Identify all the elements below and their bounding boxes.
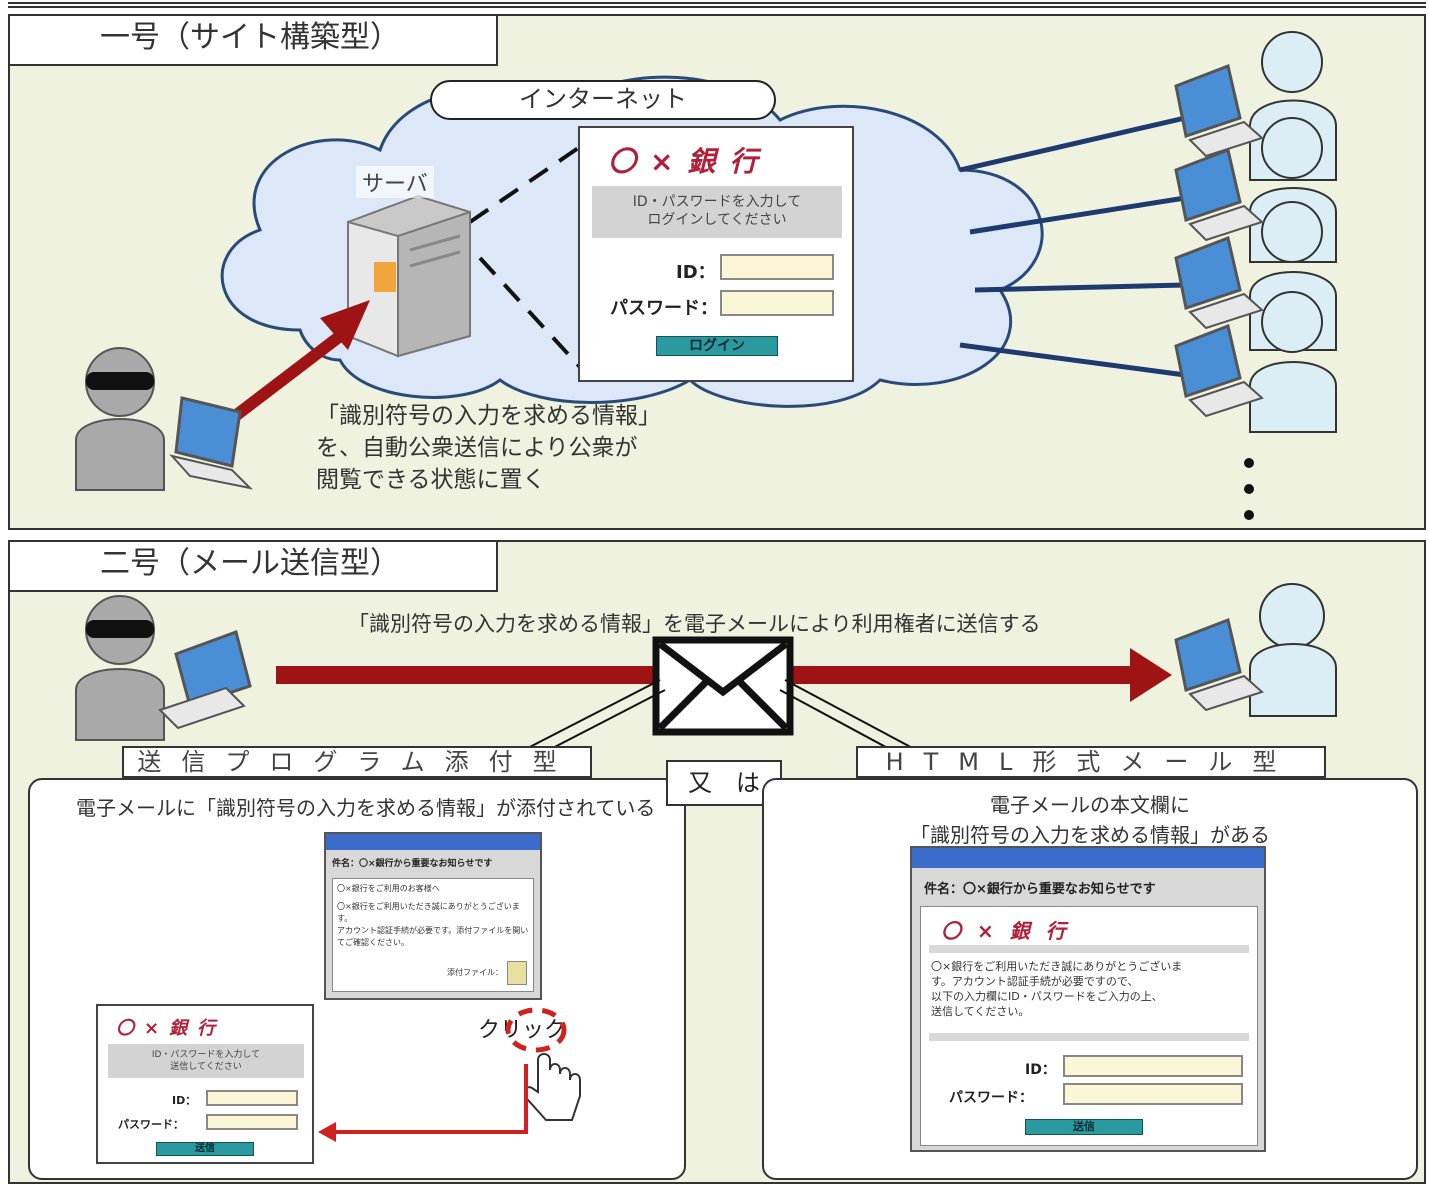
section2-graphics xyxy=(75,583,1337,753)
caption-line: 「識別符号の入力を求める情報」がある xyxy=(910,823,1270,847)
login-prompt: ID・パスワードを入力して ログインしてください xyxy=(592,186,842,238)
id-label: ID： xyxy=(1025,1062,1056,1078)
attacker-person xyxy=(75,347,165,491)
attachment-login-popup: 〇×銀行 ID・パスワードを入力して 送信してください ID： パスワード： 送… xyxy=(96,1004,314,1164)
server-icon xyxy=(347,194,471,358)
password-field[interactable] xyxy=(206,1114,298,1130)
phishing-login-page: 〇×銀行 ID・パスワードを入力して ログインしてください ID： パスワード：… xyxy=(578,126,854,382)
id-label: ID： xyxy=(676,262,716,283)
mail-body-line: す。アカウント認証手続が必要ですので、 xyxy=(931,975,1139,988)
upload-arrow xyxy=(226,300,370,425)
attachment-caption: 電子メールに「識別符号の入力を求める情報」が添付されている xyxy=(76,796,656,820)
recipient-person xyxy=(1249,583,1337,717)
attachment-file-icon[interactable] xyxy=(507,961,527,985)
mail-titlebar xyxy=(326,834,540,850)
user-links xyxy=(959,115,1186,378)
envelope-icon xyxy=(652,636,794,736)
attachment-label: 添付ファイル： xyxy=(447,968,503,977)
mail-body: 〇×銀行をご利用のお客様へ 〇×銀行をご利用いただき誠にありがとうございます。 … xyxy=(332,878,534,992)
bank-name: 〇×銀行 xyxy=(941,919,1082,943)
mail-subject: 件名：〇×銀行から重要なお知らせです xyxy=(332,859,493,869)
mail-body: 〇×銀行 〇×銀行をご利用いただき誠にありがとうございま す。アカウント認証手続… xyxy=(920,906,1258,1146)
html-mail-type-ribbon: HTML形式メール型 xyxy=(856,746,1326,778)
more-users-dot xyxy=(1244,458,1254,468)
id-label: ID： xyxy=(172,1094,197,1107)
caption-line: 閲覧できる状態に置く xyxy=(316,467,546,493)
click-label: クリック xyxy=(478,1018,567,1043)
attachment-type-ribbon: 送信プログラム添付型 xyxy=(122,746,592,778)
section2-tab: 二号（メール送信型） xyxy=(8,540,498,592)
recipient-laptop xyxy=(1174,617,1264,712)
login-button[interactable]: ログイン xyxy=(656,336,778,356)
login-prompt-line: ログインしてください xyxy=(647,212,787,228)
hand-cursor-icon xyxy=(524,1053,581,1121)
user-laptops xyxy=(1174,63,1264,418)
mail-body-line: 〇×銀行をご利用いただき誠にありがとうございま xyxy=(931,960,1183,973)
caption-line: 電子メールの本文欄に xyxy=(990,793,1190,817)
html-mail-window: 件名：〇×銀行から重要なお知らせです 〇×銀行 〇×銀行をご利用いただき誠にあり… xyxy=(910,846,1266,1152)
mail-body-line: アカウント認証手続が必要です。添付ファイルを開いてご確認ください。 xyxy=(337,926,529,947)
top-rule xyxy=(8,2,1426,8)
password-field[interactable] xyxy=(1063,1083,1243,1105)
id-field[interactable] xyxy=(206,1090,298,1106)
submit-button[interactable]: 送信 xyxy=(156,1142,254,1156)
mail-body-line: 送信してください。 xyxy=(931,1005,1030,1018)
attachment-row: 添付ファイル： xyxy=(447,961,527,985)
dashed-link xyxy=(468,138,592,380)
click-circle xyxy=(505,1007,567,1053)
password-field[interactable] xyxy=(720,290,834,316)
user-group xyxy=(1249,31,1337,433)
server-label: サーバ xyxy=(356,166,434,198)
internet-label: インターネット xyxy=(430,80,776,120)
password-label: パスワード： xyxy=(610,298,718,319)
mail-body-line: 〇×銀行をご利用のお客様へ xyxy=(337,884,440,893)
section1-tab: 一号（サイト構築型） xyxy=(8,14,498,66)
caption-line: を、自動公衆送信により公衆が xyxy=(316,435,638,461)
body-divider xyxy=(929,945,1249,953)
popup-prompt-line: ID・パスワードを入力して xyxy=(151,1050,261,1060)
bank-name: 〇×銀行 xyxy=(116,1018,226,1039)
attacker-laptop xyxy=(158,630,252,730)
mail-body-text: 〇×銀行をご利用いただき誠にありがとうございま す。アカウント認証手続が必要です… xyxy=(931,959,1251,1019)
body-divider xyxy=(929,1033,1249,1041)
id-field[interactable] xyxy=(720,254,834,280)
popup-prompt-line: 送信してください xyxy=(170,1062,242,1072)
id-field[interactable] xyxy=(1063,1055,1243,1077)
caption-line: 「識別符号の入力を求める情報」 xyxy=(316,403,661,429)
password-label: パスワード： xyxy=(949,1090,1033,1106)
more-users-dot xyxy=(1244,484,1254,494)
mail-titlebar xyxy=(912,848,1264,868)
envelope-connectors xyxy=(519,679,921,753)
send-arrow-caption: 「識別符号の入力を求める情報」を電子メールにより利用権者に送信する xyxy=(348,612,1041,636)
html-mail-caption: 電子メールの本文欄に 「識別符号の入力を求める情報」がある xyxy=(880,790,1300,850)
mail-body-line: 〇×銀行をご利用いただき誠にありがとうございます。 xyxy=(337,902,520,923)
password-label: パスワード： xyxy=(118,1118,184,1131)
popup-prompt: ID・パスワードを入力して 送信してください xyxy=(108,1044,304,1078)
mail-subject: 件名：〇×銀行から重要なお知らせです xyxy=(924,882,1156,897)
attacker-person xyxy=(75,595,165,741)
section1-caption: 「識別符号の入力を求める情報」 を、自動公衆送信により公衆が 閲覧できる状態に置… xyxy=(316,400,661,496)
bank-name: 〇×銀行 xyxy=(608,145,772,178)
login-prompt-line: ID・パスワードを入力して xyxy=(632,194,802,210)
click-graphics xyxy=(318,1007,581,1142)
more-users-dot xyxy=(1244,510,1254,520)
popup-arrow xyxy=(318,1064,528,1142)
attachment-mail-window: 件名：〇×銀行から重要なお知らせです 〇×銀行をご利用のお客様へ 〇×銀行をご利… xyxy=(324,832,542,1000)
submit-button[interactable]: 送信 xyxy=(1025,1119,1143,1135)
mail-body-line: 以下の入力欄にID・パスワードをご入力の上、 xyxy=(931,990,1163,1003)
attacker-laptop xyxy=(169,396,254,490)
